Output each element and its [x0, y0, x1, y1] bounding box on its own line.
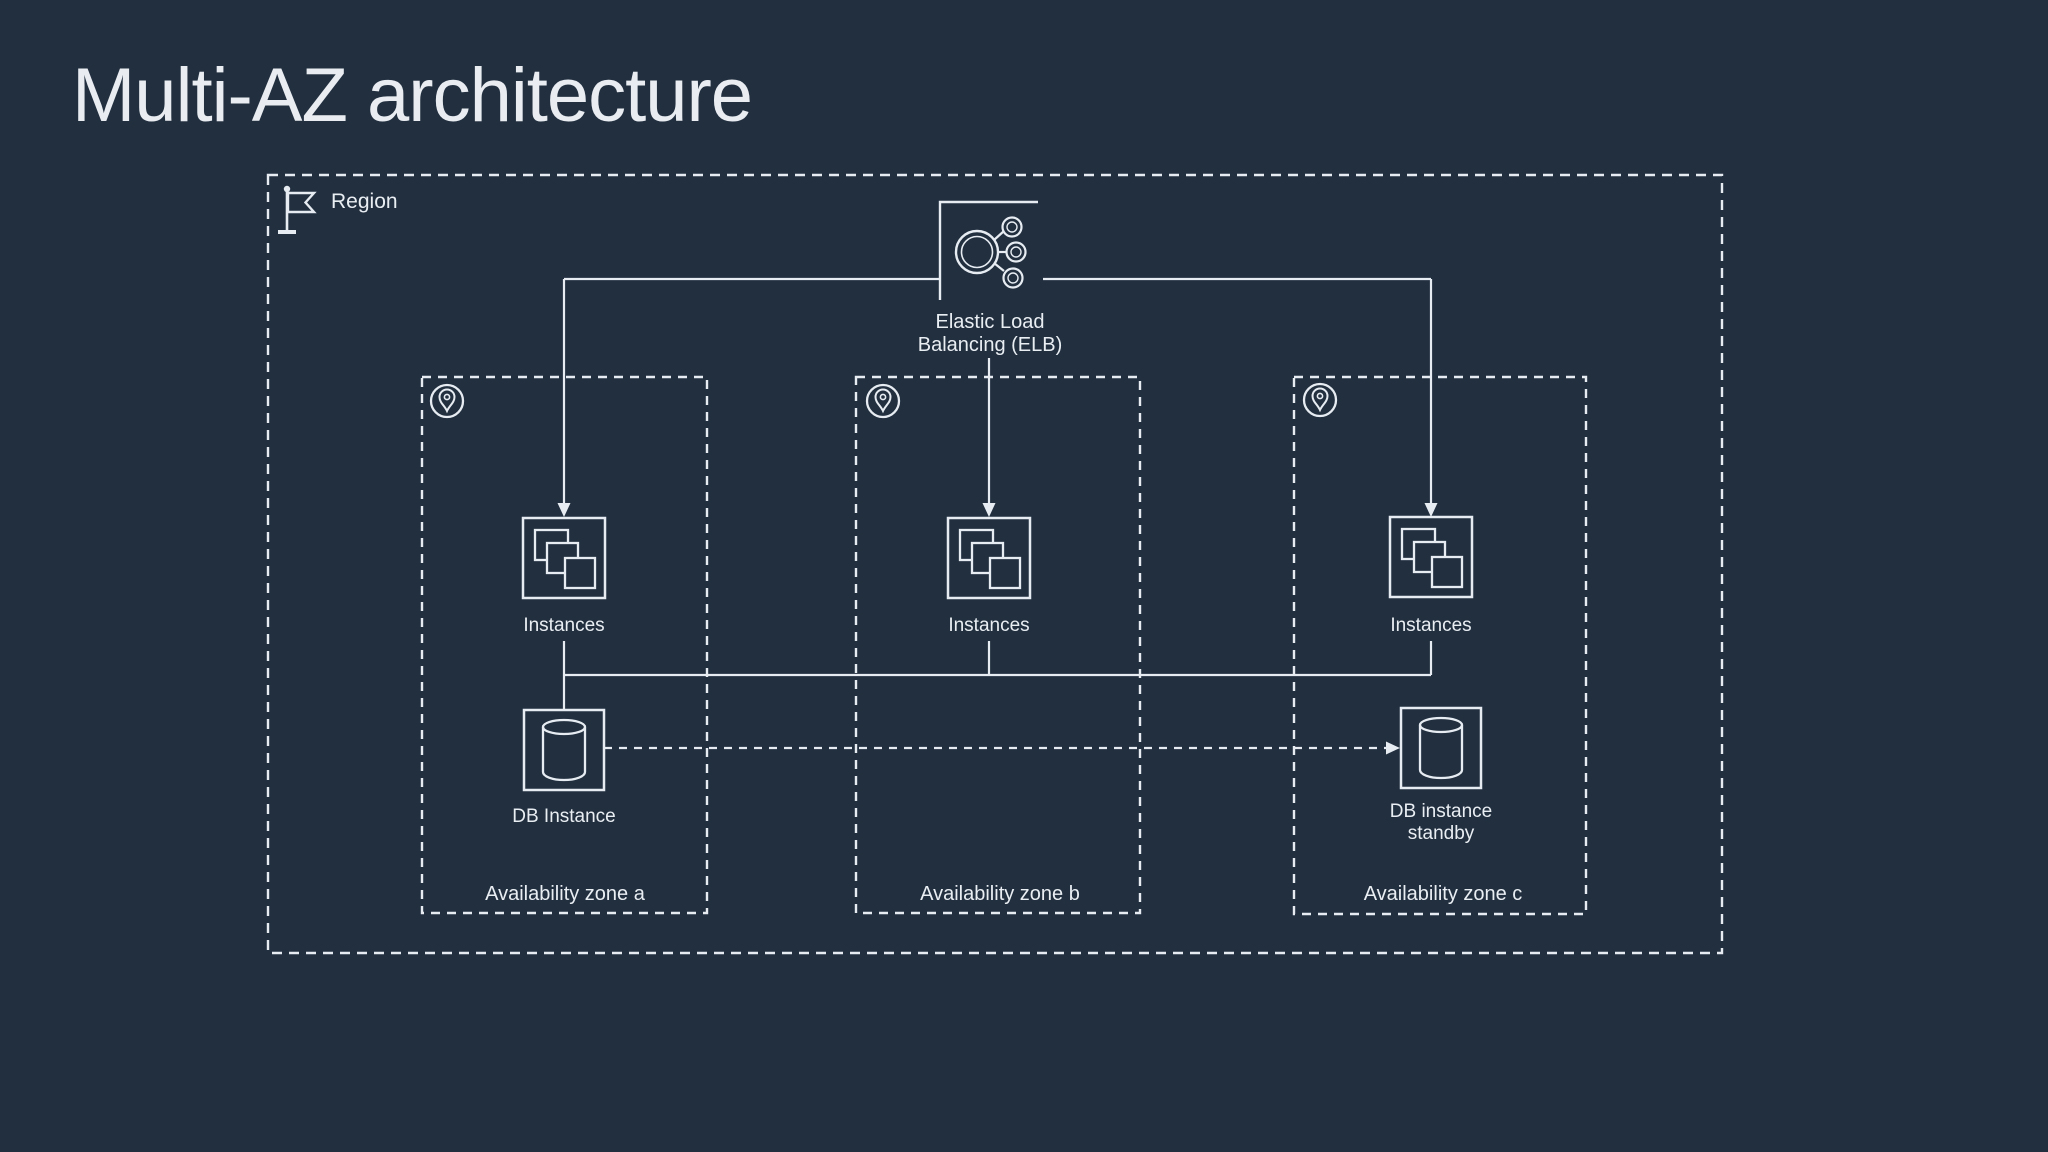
instances-icon-c	[1388, 515, 1474, 599]
instances-icon-a	[521, 516, 607, 600]
region-label: Region	[331, 190, 398, 213]
database-icon-standby	[1399, 706, 1483, 790]
elb-to-instances-c-arrow	[1424, 279, 1438, 517]
db-instance-label: DB Instance	[512, 806, 616, 827]
db-standby-label-line2: standby	[1407, 823, 1475, 844]
availability-zone-a-label: Availability zone a	[485, 883, 645, 905]
replication-arrow	[604, 741, 1400, 755]
availability-zone-b-box	[854, 375, 1142, 915]
instances-c-label: Instances	[1390, 615, 1472, 636]
region-box	[266, 173, 1724, 955]
availability-zone-c-label: Availability zone c	[1363, 883, 1523, 905]
elb-label-line2: Balancing (ELB)	[917, 334, 1063, 356]
location-pin-icon	[429, 382, 1338, 419]
elb-frame	[938, 200, 1038, 300]
database-icon-primary	[522, 708, 606, 792]
elb-label-line1: Elastic Load	[935, 311, 1045, 333]
load-balancer-icon	[954, 216, 1027, 289]
page-title: Multi-AZ architecture	[72, 53, 753, 138]
instances-icon-b	[946, 516, 1032, 600]
elb-to-instances-a-arrow	[557, 279, 571, 517]
instances-b-label: Instances	[948, 615, 1030, 636]
availability-zone-a-box	[420, 375, 709, 915]
availability-zone-c-box	[1292, 375, 1588, 916]
availability-zone-b-label: Availability zone b	[920, 883, 1080, 905]
instances-interconnect-line	[562, 641, 1433, 710]
instances-a-label: Instances	[523, 615, 605, 636]
elb-to-instances-b-arrow	[982, 358, 996, 517]
flag-icon	[278, 185, 317, 234]
db-standby-label-line1: DB instance	[1389, 801, 1493, 822]
